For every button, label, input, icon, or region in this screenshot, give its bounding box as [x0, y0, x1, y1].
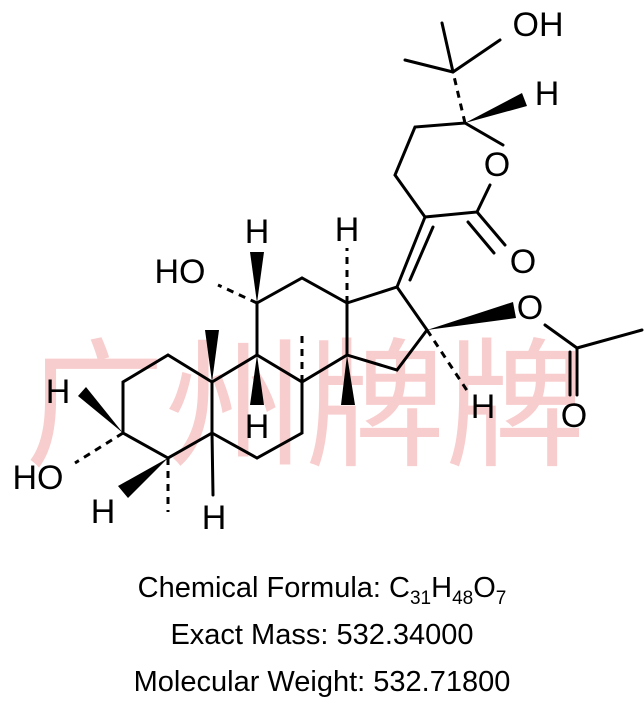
atom-h: H: [91, 493, 116, 531]
atom-o: O: [517, 289, 543, 327]
atom-oh: OH: [513, 6, 564, 44]
atom-h: H: [245, 213, 270, 251]
exact-mass: Exact Mass: 532.34000: [170, 619, 474, 651]
molecular-weight: Molecular Weight: 532.71800: [133, 666, 511, 698]
atom-o: O: [484, 146, 510, 184]
formula-element: O: [473, 572, 496, 604]
formula-count: 48: [452, 587, 474, 609]
atom-o: O: [510, 243, 536, 281]
chemical-formula: Chemical Formula: C31H48O7: [0, 572, 644, 610]
atom-labels: OH H O O H H HO O O H H HO H H H: [13, 6, 588, 537]
atom-h: H: [202, 499, 227, 537]
atom-ho: HO: [155, 253, 206, 291]
watermark: 广州牌牌: [25, 326, 585, 489]
atom-h: H: [46, 373, 71, 411]
atom-h: H: [335, 211, 360, 249]
atom-o: O: [561, 397, 587, 435]
atom-h: H: [535, 75, 560, 113]
formula-label: Chemical Formula:: [137, 572, 390, 604]
formula-element: C: [389, 572, 410, 604]
atom-h: H: [245, 408, 270, 446]
atom-ho: HO: [13, 459, 64, 497]
formula-count: 31: [409, 587, 432, 609]
formula-element: H: [431, 572, 453, 604]
formula-count: 7: [495, 587, 507, 609]
atom-h: H: [471, 388, 496, 426]
bonds: [74, 21, 644, 512]
